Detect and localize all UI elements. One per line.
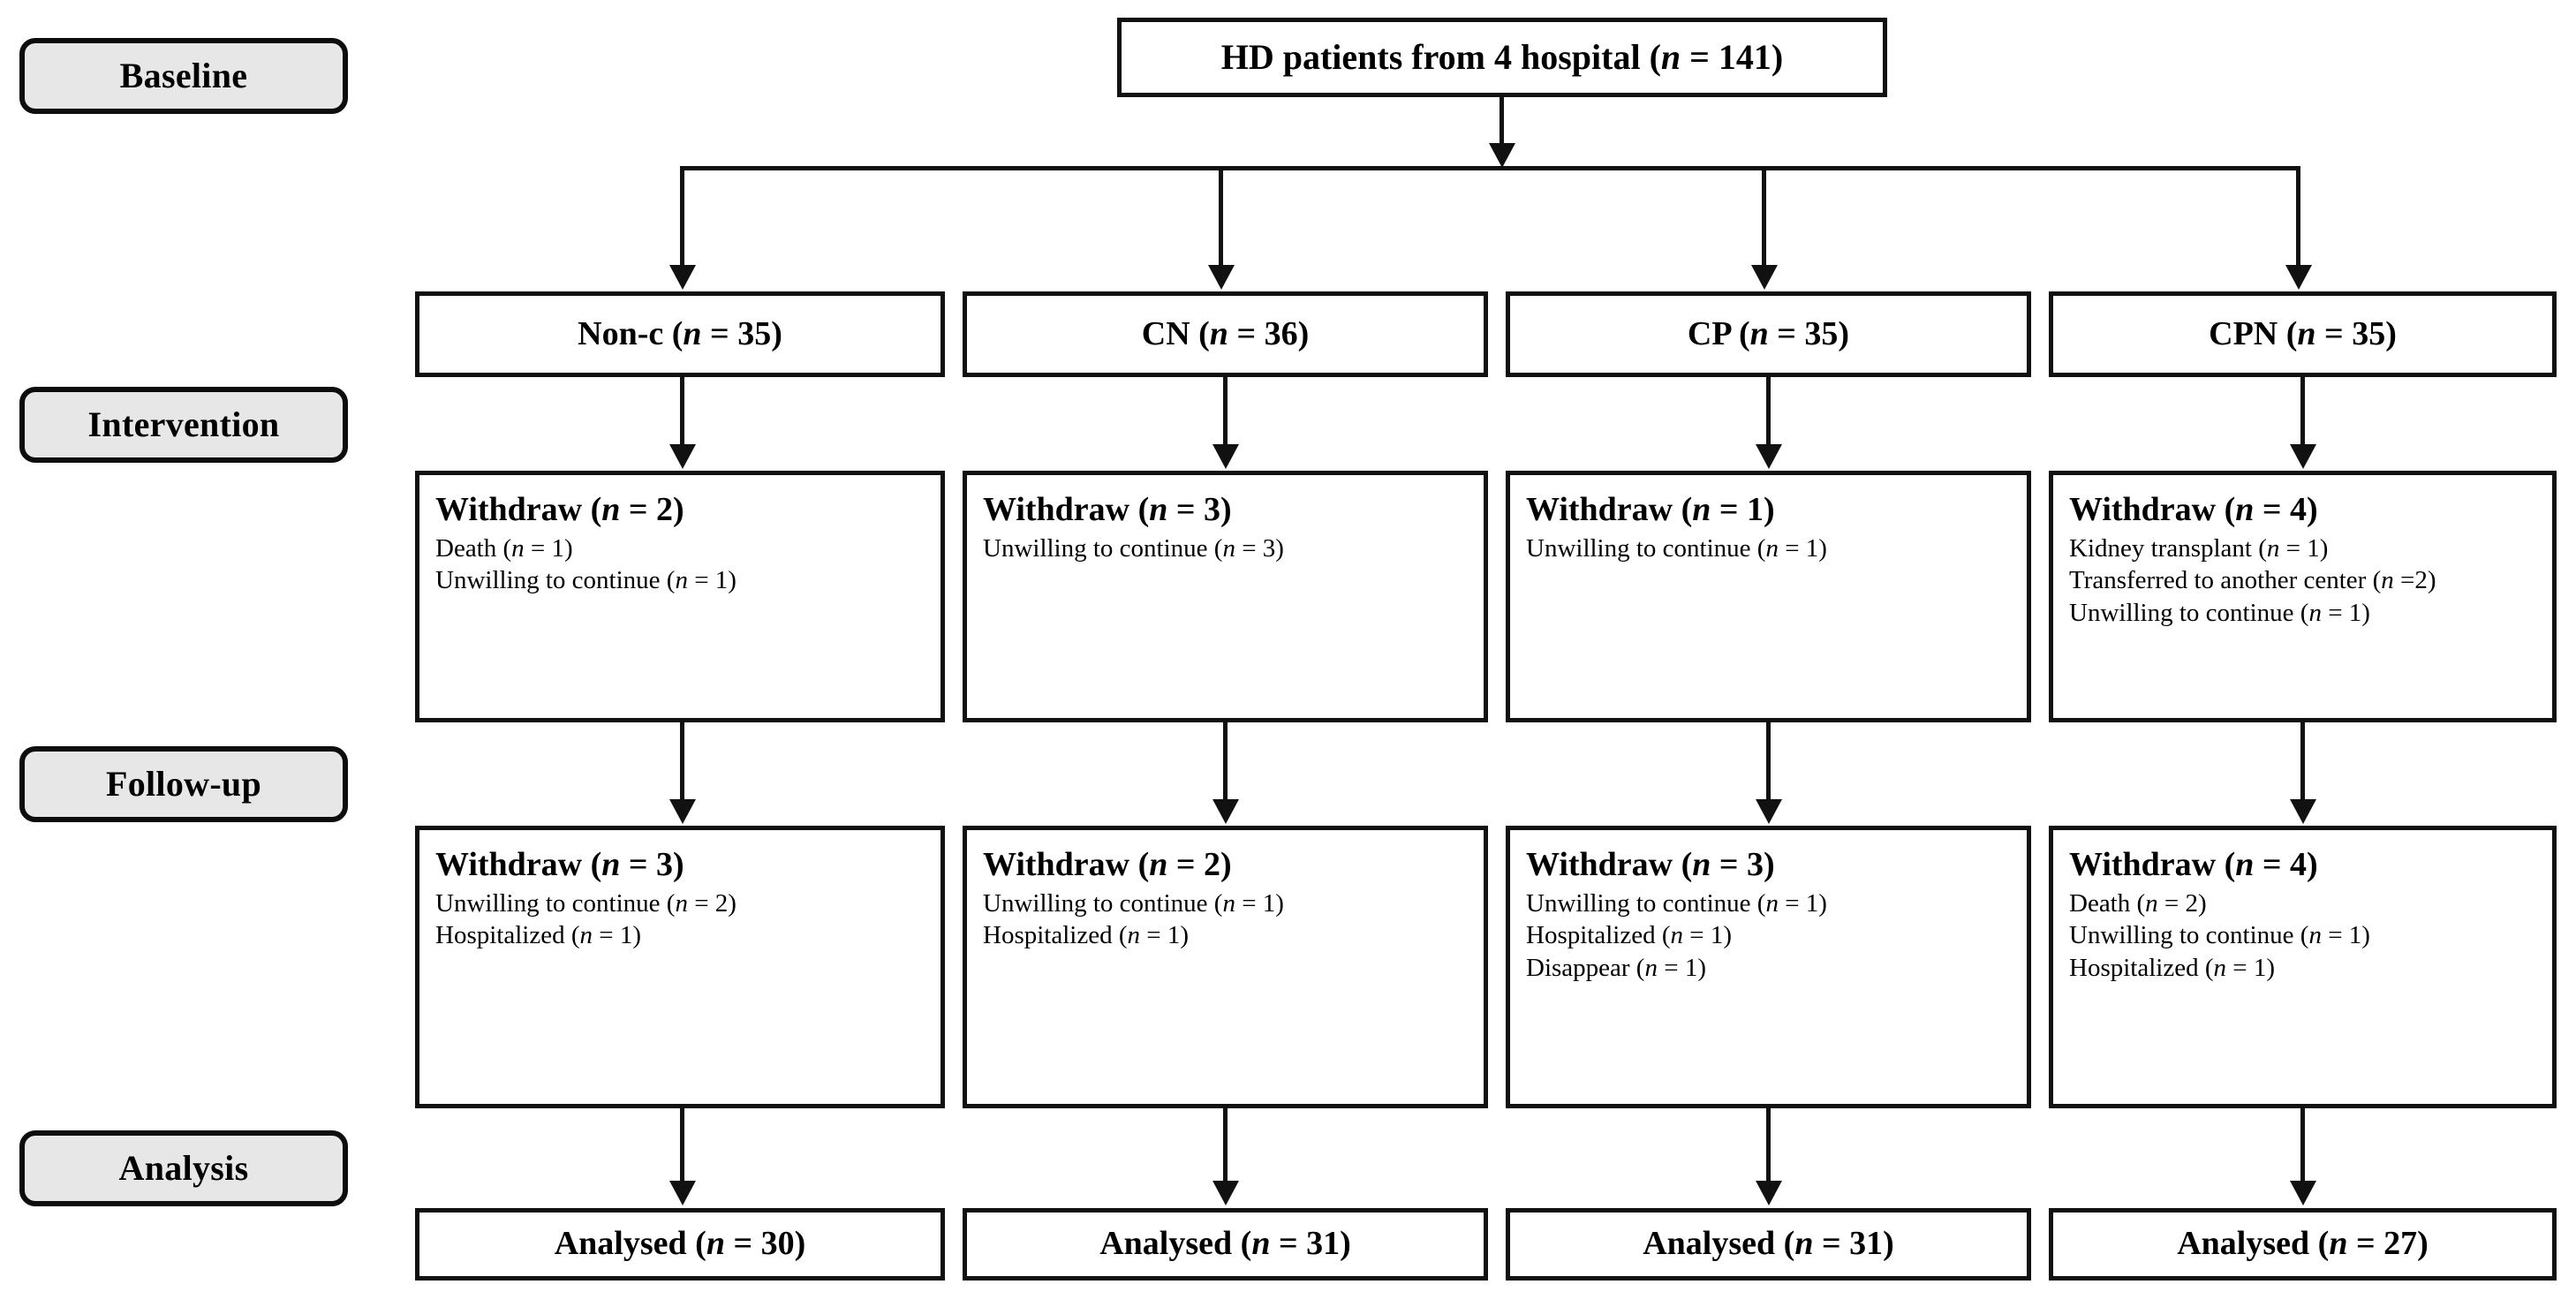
arrowhead-non-c-analysed xyxy=(669,1181,696,1205)
connector-non-c-withdraw2-to-analysed xyxy=(680,1108,684,1183)
group-box-cn-label: CN (n = 36) xyxy=(1141,314,1310,352)
connector-branch-arrowhead-1 xyxy=(669,265,696,290)
arrowhead-non-c-withdraw1 xyxy=(669,444,696,469)
connector-trunk-vertical xyxy=(1500,97,1504,150)
withdraw-head: Withdraw (n = 2) xyxy=(435,491,684,528)
arrowhead-cpn-analysed xyxy=(2290,1181,2316,1205)
withdraw-reason: Death (n = 1) xyxy=(435,533,573,563)
stage-label-followup-text: Follow-up xyxy=(105,764,262,804)
withdraw-reason: Hospitalized (n = 1) xyxy=(435,921,641,950)
connector-cn-group-to-withdraw1 xyxy=(1223,377,1228,448)
arrowhead-cn-withdraw1 xyxy=(1212,444,1239,469)
withdraw-reason: Disappear (n = 1) xyxy=(1526,954,1706,983)
withdraw-box-cp-intervention: Withdraw (n = 1) Unwilling to continue (… xyxy=(1506,471,2031,722)
enrollment-suffix: = 141) xyxy=(1681,37,1784,77)
group-box-cp: CP (n = 35) xyxy=(1506,291,2031,377)
arrowhead-cp-withdraw1 xyxy=(1756,444,1782,469)
group-box-cn: CN (n = 36) xyxy=(963,291,1488,377)
withdraw-reason: Unwilling to continue (n = 1) xyxy=(2069,921,2370,950)
withdraw-head: Withdraw (n = 3) xyxy=(983,491,1232,528)
withdraw-reason: Unwilling to continue (n = 2) xyxy=(435,888,737,918)
connector-branch-bus xyxy=(680,166,2296,170)
withdraw-head: Withdraw (n = 1) xyxy=(1526,491,1775,528)
stage-label-intervention-text: Intervention xyxy=(87,404,280,444)
connector-cpn-withdraw2-to-analysed xyxy=(2300,1108,2305,1183)
withdraw-head: Withdraw (n = 2) xyxy=(983,846,1232,883)
connector-branch-drop-4 xyxy=(2296,166,2300,268)
stage-label-analysis: Analysis xyxy=(19,1130,348,1206)
analysed-box-cn-label: Analysed (n = 31) xyxy=(1099,1225,1351,1263)
stage-label-analysis-text: Analysis xyxy=(118,1148,249,1188)
connector-branch-arrowhead-3 xyxy=(1751,265,1778,290)
withdraw-head: Withdraw (n = 3) xyxy=(1526,846,1775,883)
group-box-cp-label: CP (n = 35) xyxy=(1687,314,1850,352)
connector-cp-withdraw2-to-analysed xyxy=(1766,1108,1771,1183)
connector-non-c-withdraw1-to-withdraw2 xyxy=(680,722,684,802)
withdraw-reason: Unwilling to continue (n = 1) xyxy=(2069,599,2370,628)
connector-branch-drop-1 xyxy=(680,166,684,268)
analysed-box-cpn: Analysed (n = 27) xyxy=(2049,1208,2557,1281)
withdraw-box-cn-followup: Withdraw (n = 2) Unwilling to continue (… xyxy=(963,826,1488,1108)
stage-label-intervention: Intervention xyxy=(19,387,348,463)
enrollment-n-symbol: n xyxy=(1660,37,1681,77)
analysed-box-cpn-label: Analysed (n = 27) xyxy=(2177,1225,2429,1263)
withdraw-reason: Unwilling to continue (n = 1) xyxy=(983,888,1284,918)
group-box-cpn-label: CPN (n = 35) xyxy=(2209,314,2397,352)
connector-cp-group-to-withdraw1 xyxy=(1766,377,1771,448)
withdraw-reason: Unwilling to continue (n = 3) xyxy=(983,533,1284,563)
withdraw-head: Withdraw (n = 4) xyxy=(2069,846,2318,883)
group-box-non-c: Non-c (n = 35) xyxy=(415,291,945,377)
enrollment-box: HD patients from 4 hospital (n = 141) xyxy=(1117,18,1887,97)
connector-trunk-arrowhead xyxy=(1489,143,1515,168)
group-box-non-c-label: Non-c (n = 35) xyxy=(578,314,782,352)
arrowhead-cn-withdraw2 xyxy=(1212,799,1239,824)
withdraw-reason: Death (n = 2) xyxy=(2069,888,2207,918)
stage-label-baseline-text: Baseline xyxy=(119,56,248,95)
arrowhead-cp-analysed xyxy=(1756,1181,1782,1205)
withdraw-reason: Unwilling to continue (n = 1) xyxy=(1526,888,1827,918)
withdraw-reason: Hospitalized (n = 1) xyxy=(2069,954,2275,983)
withdraw-reason: Hospitalized (n = 1) xyxy=(983,921,1189,950)
arrowhead-non-c-withdraw2 xyxy=(669,799,696,824)
arrowhead-cp-withdraw2 xyxy=(1756,799,1782,824)
group-box-cpn: CPN (n = 35) xyxy=(2049,291,2557,377)
arrowhead-cpn-withdraw1 xyxy=(2290,444,2316,469)
analysed-box-cn: Analysed (n = 31) xyxy=(963,1208,1488,1281)
analysed-box-non-c-label: Analysed (n = 30) xyxy=(554,1225,806,1263)
withdraw-head: Withdraw (n = 3) xyxy=(435,846,684,883)
stage-label-baseline: Baseline xyxy=(19,38,348,114)
connector-non-c-group-to-withdraw1 xyxy=(680,377,684,448)
connector-branch-drop-2 xyxy=(1219,166,1223,268)
withdraw-reason: Transferred to another center (n =2) xyxy=(2069,566,2436,595)
connector-cp-withdraw1-to-withdraw2 xyxy=(1766,722,1771,802)
withdraw-reason: Kidney transplant (n = 1) xyxy=(2069,533,2329,563)
arrowhead-cn-analysed xyxy=(1212,1181,1239,1205)
connector-branch-arrowhead-2 xyxy=(1208,265,1235,290)
withdraw-box-non-c-intervention: Withdraw (n = 2) Death (n = 1) Unwilling… xyxy=(415,471,945,722)
withdraw-head: Withdraw (n = 4) xyxy=(2069,491,2318,528)
connector-cpn-withdraw1-to-withdraw2 xyxy=(2300,722,2305,802)
arrowhead-cpn-withdraw2 xyxy=(2290,799,2316,824)
connector-cn-withdraw2-to-analysed xyxy=(1223,1108,1228,1183)
stage-label-followup: Follow-up xyxy=(19,746,348,822)
connector-cpn-group-to-withdraw1 xyxy=(2300,377,2305,448)
withdraw-box-non-c-followup: Withdraw (n = 3) Unwilling to continue (… xyxy=(415,826,945,1108)
connector-branch-arrowhead-4 xyxy=(2285,265,2312,290)
connector-cn-withdraw1-to-withdraw2 xyxy=(1223,722,1228,802)
withdraw-box-cpn-intervention: Withdraw (n = 4) Kidney transplant (n = … xyxy=(2049,471,2557,722)
analysed-box-non-c: Analysed (n = 30) xyxy=(415,1208,945,1281)
withdraw-box-cp-followup: Withdraw (n = 3) Unwilling to continue (… xyxy=(1506,826,2031,1108)
analysed-box-cp-label: Analysed (n = 31) xyxy=(1643,1225,1894,1263)
withdraw-reason: Unwilling to continue (n = 1) xyxy=(1526,533,1827,563)
withdraw-reason: Unwilling to continue (n = 1) xyxy=(435,566,737,595)
withdraw-reason: Hospitalized (n = 1) xyxy=(1526,921,1732,950)
withdraw-box-cn-intervention: Withdraw (n = 3) Unwilling to continue (… xyxy=(963,471,1488,722)
analysed-box-cp: Analysed (n = 31) xyxy=(1506,1208,2031,1281)
enrollment-box-label: HD patients from 4 hospital (n = 141) xyxy=(1221,39,1784,76)
withdraw-box-cpn-followup: Withdraw (n = 4) Death (n = 2) Unwilling… xyxy=(2049,826,2557,1108)
enrollment-prefix: HD patients from 4 hospital ( xyxy=(1220,37,1661,77)
connector-branch-drop-3 xyxy=(1762,166,1766,268)
